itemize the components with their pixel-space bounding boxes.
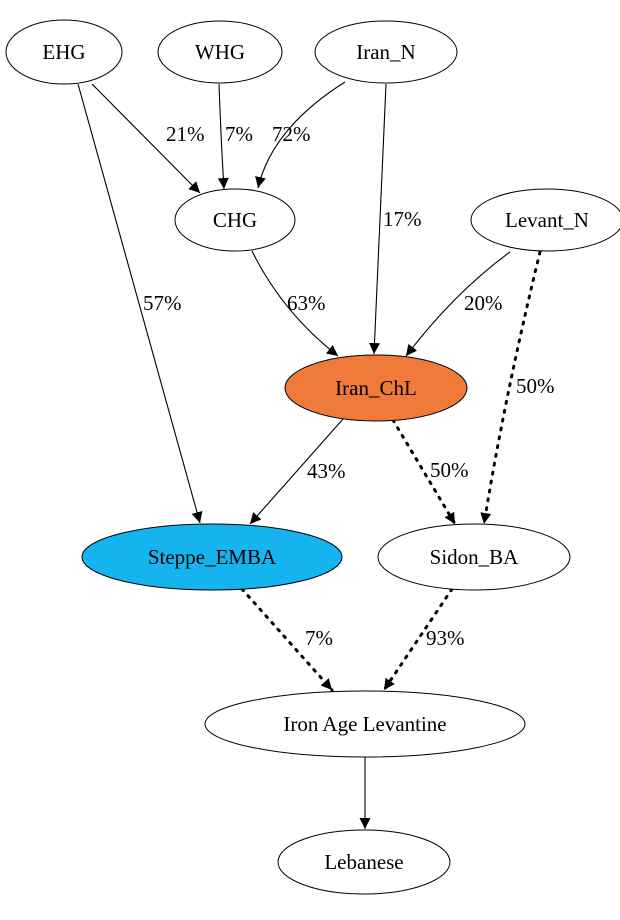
edge-steppe_emba-iron_age_levantine: 7% — [240, 587, 334, 692]
edge-arrow — [405, 251, 511, 357]
node-steppe-emba: Steppe_EMBA — [81, 523, 343, 591]
node-label: Iran_ChL — [335, 376, 417, 400]
node-label: Steppe_EMBA — [148, 545, 277, 569]
node-label: Iron Age Levantine — [283, 712, 446, 736]
node-ehg: EHG — [5, 19, 123, 85]
edge-levant_n-iran_chl: 20% — [405, 251, 511, 357]
node-ellipse — [314, 20, 458, 84]
edge-label: 43% — [307, 459, 346, 483]
node-ellipse — [377, 523, 571, 591]
edge-label: 50% — [516, 374, 555, 398]
edge-label: 57% — [143, 291, 182, 315]
edge-label: 63% — [287, 291, 326, 315]
edge-arrow — [480, 250, 542, 526]
node-ellipse — [81, 523, 343, 591]
edge-levant_n-sidon_ba: 50% — [480, 250, 555, 526]
node-ellipse — [284, 354, 468, 422]
edge-arrow — [391, 418, 457, 526]
edge-arrow — [217, 83, 229, 190]
edge-label: 93% — [426, 626, 465, 650]
edge-arrow — [255, 81, 346, 189]
edge-sidon_ba-iron_age_levantine: 93% — [382, 587, 465, 692]
edge-label: 7% — [225, 122, 253, 146]
node-chg: CHG — [174, 188, 296, 252]
edge-ehg-steppe_emba: 57% — [77, 83, 203, 524]
node-levant-n: Levant_N — [470, 188, 620, 252]
node-whg: WHG — [157, 20, 283, 84]
node-ellipse — [204, 690, 526, 758]
edge-label: 21% — [166, 122, 205, 146]
node-label: WHG — [195, 40, 245, 64]
node-sidon-ba: Sidon_BA — [377, 523, 571, 591]
edge-arrow — [382, 587, 454, 692]
edge-ehg-chg: 21% — [91, 83, 205, 194]
edge-arrow — [77, 83, 203, 524]
edge-arrow — [91, 83, 201, 194]
edge-label: 17% — [383, 207, 422, 231]
node-label: CHG — [213, 208, 257, 232]
edge-iran_n-chg: 72% — [255, 81, 346, 189]
edge-label: 50% — [430, 458, 469, 482]
edges-layer: 21% 7% 72% 17% 57% 63% 20% 50% 43% 50% 7% 93% — [77, 81, 555, 829]
edge-iran_chl-sidon_ba: 50% — [391, 418, 469, 526]
edge-iran_chl-steppe_emba: 43% — [249, 418, 346, 525]
edge-label: 7% — [305, 626, 333, 650]
edge-label: 20% — [464, 291, 503, 315]
node-ellipse — [277, 829, 451, 895]
node-ellipse — [157, 20, 283, 84]
node-iron-age-levantine: Iron Age Levantine — [204, 690, 526, 758]
node-iran-n: Iran_N — [314, 20, 458, 84]
node-ellipse — [174, 188, 296, 252]
node-label: Levant_N — [505, 208, 589, 232]
node-label: Sidon_BA — [430, 545, 520, 569]
edge-arrow — [251, 250, 339, 357]
edge-arrow — [368, 83, 387, 355]
node-lebanese: Lebanese — [277, 829, 451, 895]
edge-iran_n-iran_chl: 17% — [368, 83, 422, 355]
edge-arrow — [249, 418, 344, 525]
node-label: Lebanese — [324, 850, 403, 874]
node-ellipse — [5, 19, 123, 85]
node-ellipse — [470, 188, 620, 252]
nodes-layer: EHG WHG Iran_N CHG Levant_N Iran_ChL Steppe_EM… — [5, 19, 620, 895]
node-label: Iran_N — [356, 40, 415, 64]
edge-chg-iran_chl: 63% — [251, 250, 339, 357]
edge-label: 72% — [272, 122, 311, 146]
node-label: EHG — [42, 40, 85, 64]
node-iran-chl: Iran_ChL — [284, 354, 468, 422]
edge-whg-chg: 7% — [217, 83, 253, 190]
